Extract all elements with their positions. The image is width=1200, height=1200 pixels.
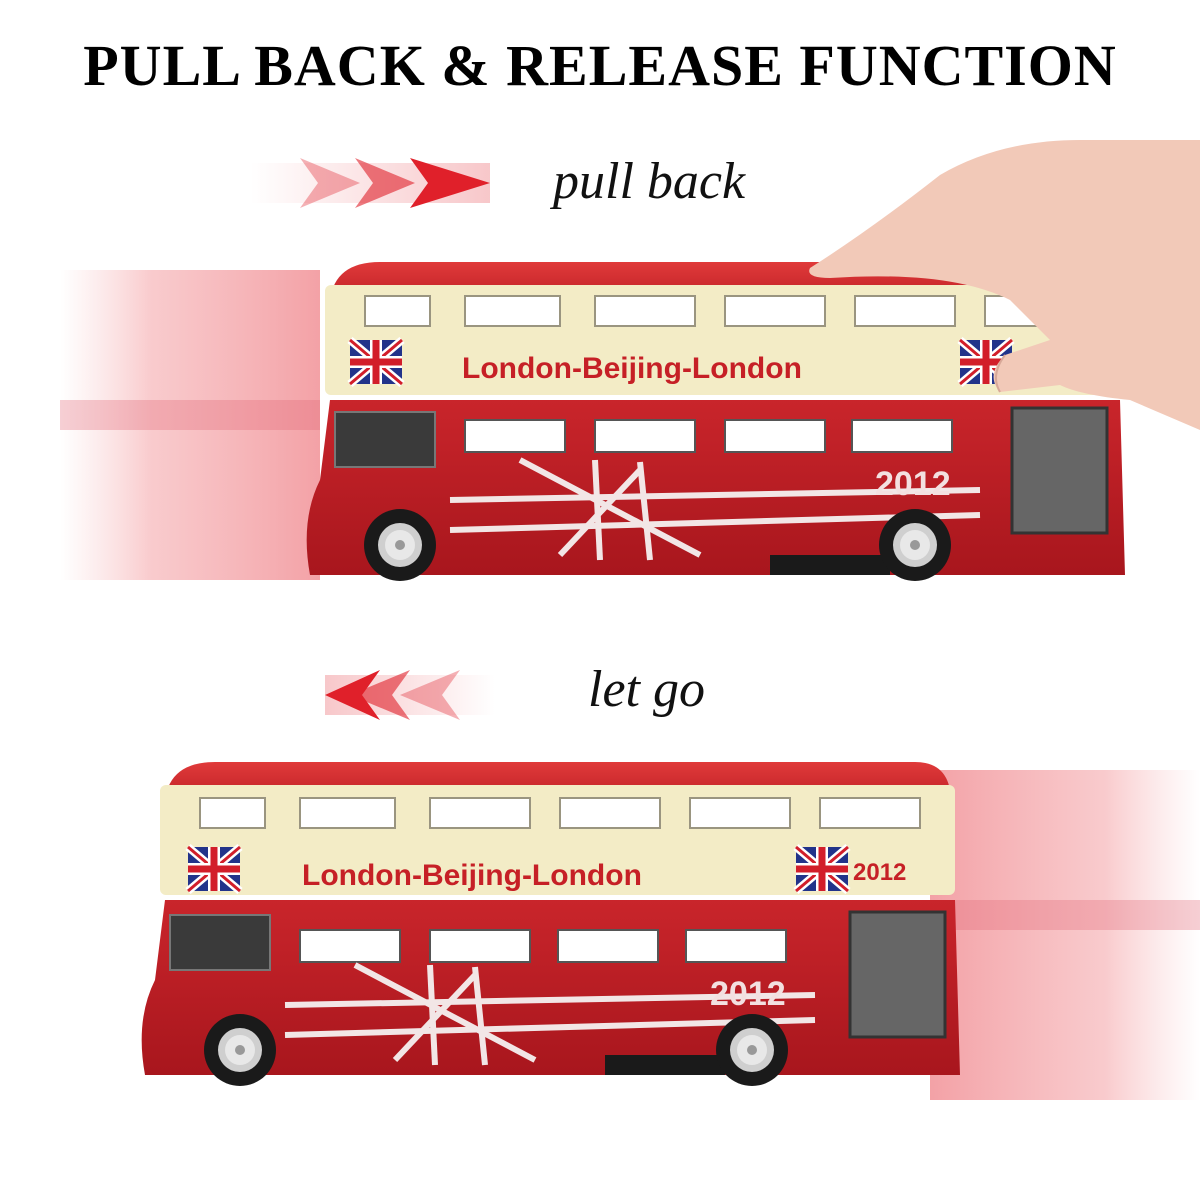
let-go-arrows [325, 670, 495, 720]
bus-bottom [141, 762, 960, 1086]
motion-blur-right [930, 770, 1200, 1100]
pull-back-label: pull back [553, 153, 746, 210]
headline: PULL BACK & RELEASE FUNCTION [83, 33, 1117, 98]
bus-top-year-text: 2012 [875, 465, 951, 503]
bus-top-banner-text: London-Beijing-London [462, 352, 802, 385]
pull-back-arrows [250, 158, 490, 208]
bus-bottom-flag-year-text: 2012 [853, 859, 906, 886]
bus-bottom-banner-text: London-Beijing-London [302, 859, 642, 892]
bus-bottom-year-text: 2012 [710, 975, 786, 1013]
let-go-label: let go [588, 661, 705, 718]
bus-top [306, 262, 1126, 581]
motion-blur-left [60, 270, 320, 580]
hand [809, 140, 1200, 430]
